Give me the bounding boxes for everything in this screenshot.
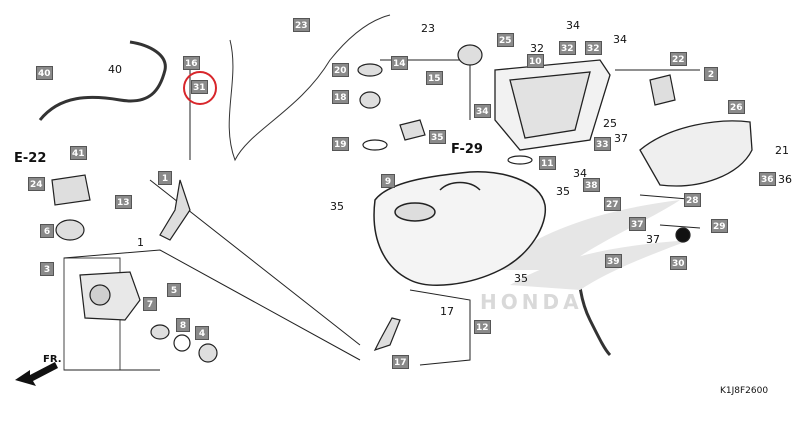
callout-28[interactable]: 28 <box>684 193 701 207</box>
callout-26[interactable]: 26 <box>728 100 745 114</box>
callout-32b[interactable]: 32 <box>585 41 602 55</box>
front-label: FR. <box>43 354 62 365</box>
callout-7[interactable]: 7 <box>143 297 157 311</box>
callout-12[interactable]: 12 <box>474 320 491 334</box>
callout-2[interactable]: 2 <box>704 67 718 81</box>
ref-f29: F-29 <box>451 142 483 157</box>
callout-24[interactable]: 24 <box>28 177 45 191</box>
callout-13[interactable]: 13 <box>115 195 132 209</box>
fuel-cap <box>457 44 483 66</box>
callout-19[interactable]: 19 <box>332 137 349 151</box>
seal-ring <box>507 155 533 165</box>
seat <box>639 120 753 187</box>
ref-e22: E-22 <box>14 151 47 166</box>
callout-8[interactable]: 8 <box>176 318 190 332</box>
label-23: 23 <box>421 22 435 35</box>
callout-38[interactable]: 38 <box>583 178 600 192</box>
cap <box>198 343 218 363</box>
label-25: 25 <box>603 117 617 130</box>
callout-6[interactable]: 6 <box>40 224 54 238</box>
throttle-body <box>79 271 141 321</box>
fuel-filter <box>399 119 426 141</box>
label-21: 21 <box>775 144 789 157</box>
o-ring <box>173 334 191 352</box>
callout-1a[interactable]: 1 <box>158 171 172 185</box>
label-34c: 34 <box>573 167 587 180</box>
drain-hose <box>373 317 401 352</box>
filler-cap <box>357 63 383 77</box>
callout-14[interactable]: 14 <box>391 56 408 70</box>
callout-4[interactable]: 4 <box>195 326 209 340</box>
packing <box>362 139 388 151</box>
label-34a: 34 <box>566 19 580 32</box>
label-37a: 37 <box>614 132 628 145</box>
callout-18[interactable]: 18 <box>332 90 349 104</box>
callout-20[interactable]: 20 <box>332 63 349 77</box>
callout-34[interactable]: 34 <box>474 104 491 118</box>
callout-22[interactable]: 22 <box>670 52 687 66</box>
highlight-circle <box>183 71 217 105</box>
front-direction-arrow-icon <box>15 362 58 386</box>
label-1: 1 <box>137 236 144 249</box>
callout-10[interactable]: 10 <box>527 54 544 68</box>
honda-watermark-text: HONDA <box>480 290 583 314</box>
callout-31[interactable]: 31 <box>191 80 208 94</box>
label-32: 32 <box>530 42 544 55</box>
damper <box>675 227 691 243</box>
label-35c: 35 <box>514 272 528 285</box>
callout-25[interactable]: 25 <box>497 33 514 47</box>
label-17a: 17 <box>440 305 454 318</box>
callout-36[interactable]: 36 <box>759 172 776 186</box>
fuel-pump <box>359 91 381 109</box>
callout-37[interactable]: 37 <box>629 217 646 231</box>
label-36: 36 <box>778 173 792 186</box>
callout-39[interactable]: 39 <box>605 254 622 268</box>
joint-tube <box>150 324 170 340</box>
callout-27[interactable]: 27 <box>604 197 621 211</box>
label-35a: 35 <box>330 200 344 213</box>
callout-30[interactable]: 30 <box>670 256 687 270</box>
seat-lock <box>649 74 676 106</box>
label-35b: 35 <box>556 185 570 198</box>
callout-9[interactable]: 9 <box>381 174 395 188</box>
callout-23[interactable]: 23 <box>293 18 310 32</box>
callout-16[interactable]: 16 <box>183 56 200 70</box>
callout-5[interactable]: 5 <box>167 283 181 297</box>
storage-box <box>494 59 611 151</box>
air-filter-element <box>55 219 85 241</box>
callout-35[interactable]: 35 <box>429 130 446 144</box>
callout-33[interactable]: 33 <box>594 137 611 151</box>
label-34b: 34 <box>613 33 627 46</box>
callout-41[interactable]: 41 <box>70 146 87 160</box>
callout-29[interactable]: 29 <box>711 219 728 233</box>
callout-32a[interactable]: 32 <box>559 41 576 55</box>
bracket <box>51 174 91 206</box>
callout-11[interactable]: 11 <box>539 156 556 170</box>
label-37b: 37 <box>646 233 660 246</box>
label-40: 40 <box>108 63 122 76</box>
hose <box>159 179 191 241</box>
callout-17[interactable]: 17 <box>392 355 409 369</box>
fuel-tank <box>373 171 547 286</box>
callout-3[interactable]: 3 <box>40 262 54 276</box>
callout-15[interactable]: 15 <box>426 71 443 85</box>
diagram-code: K1J8F2600 <box>720 386 769 396</box>
callout-40[interactable]: 40 <box>36 66 53 80</box>
